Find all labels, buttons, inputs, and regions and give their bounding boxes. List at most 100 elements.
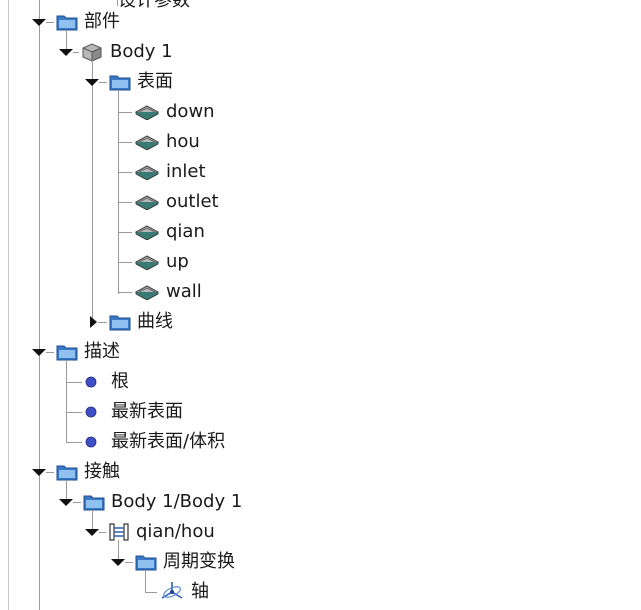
tree-item-description-root[interactable]: 根 [85, 368, 129, 396]
tree-item-label: 最新表面 [111, 401, 183, 422]
tree-item-label: inlet [166, 161, 206, 182]
tree-item-contact-pair[interactable]: Body 1/Body 1 [83, 488, 242, 516]
tree-item-surface-hou[interactable]: hou [134, 128, 200, 156]
folder-icon [109, 313, 131, 331]
tree-connector [118, 90, 119, 294]
tree-item-surface-inlet[interactable]: inlet [134, 158, 206, 186]
surface-icon [134, 224, 160, 240]
tree-connector [66, 480, 67, 504]
tree-item-contacts[interactable]: 接触 [56, 458, 120, 486]
expanded-arrow-icon[interactable] [32, 15, 46, 29]
collapsed-arrow-icon[interactable] [86, 315, 100, 329]
tree-item-label: wall [166, 281, 202, 302]
tree-item-description-latest-surface-volume[interactable]: 最新表面/体积 [85, 428, 225, 456]
tree-connector [118, 142, 132, 143]
tree-connector [125, 562, 133, 563]
tree-item-label: Body 1 [110, 41, 173, 62]
tree-item-parts[interactable]: 部件 [56, 8, 120, 36]
tree-connector [66, 412, 82, 413]
tree-item-label: qian/hou [136, 521, 215, 542]
tree-connector [118, 112, 132, 113]
tree-connector [73, 52, 79, 53]
surface-icon [134, 284, 160, 300]
surface-icon [134, 134, 160, 150]
tree-border [8, 0, 9, 610]
tree-item-design-parameters[interactable]: 设计参数 [118, 0, 190, 12]
tree-item-label: 曲线 [137, 311, 173, 332]
tree-item-label: qian [166, 221, 205, 242]
tree-item-label: 设计参数 [118, 0, 190, 11]
tree-item-surfaces[interactable]: 表面 [109, 68, 173, 96]
surface-icon [134, 254, 160, 270]
interface-icon [108, 522, 130, 542]
tree-connector [73, 502, 81, 503]
tree-item-label: 轴 [191, 581, 209, 602]
tree-connector [92, 510, 93, 534]
expanded-arrow-icon[interactable] [32, 345, 46, 359]
tree-item-label: up [166, 251, 189, 272]
folder-icon [83, 493, 105, 511]
surface-icon [134, 164, 160, 180]
tree-item-label: 周期变换 [163, 551, 235, 572]
tree-item-label: down [166, 101, 215, 122]
tree-connector [66, 30, 67, 54]
tree-connector [98, 322, 107, 323]
tree-item-curves[interactable]: 曲线 [109, 308, 173, 336]
tree-connector [118, 262, 132, 263]
tree-guide-root [39, 0, 40, 610]
tree-connector [118, 540, 119, 564]
tree-connector [117, 0, 118, 6]
folder-icon [135, 553, 157, 571]
tree-connector [118, 172, 132, 173]
tree-item-label: 最新表面/体积 [111, 431, 226, 452]
tree-item-label: hou [166, 131, 200, 152]
tree-item-label: 描述 [84, 341, 120, 362]
folder-icon [109, 73, 131, 91]
tree-item-surface-down[interactable]: down [134, 98, 215, 126]
folder-icon [56, 463, 78, 481]
tree-item-surface-up[interactable]: up [134, 248, 189, 276]
tree-item-label: outlet [166, 191, 219, 212]
folder-icon [56, 13, 78, 31]
bullet-dot-icon [85, 436, 97, 448]
expanded-arrow-icon[interactable] [111, 555, 125, 569]
tree-connector [99, 532, 106, 533]
expanded-arrow-icon[interactable] [59, 495, 73, 509]
tree-connector [66, 442, 82, 443]
tree-item-axis[interactable]: 轴 [159, 578, 209, 606]
body-cube-icon [80, 42, 104, 62]
tree-connector [118, 232, 132, 233]
bullet-dot-icon [85, 376, 97, 388]
folder-icon [56, 343, 78, 361]
tree-connector [92, 60, 93, 324]
surface-icon [134, 194, 160, 210]
tree-item-label: 接触 [84, 461, 120, 482]
axis-icon [159, 580, 185, 604]
tree-connector [99, 82, 107, 83]
tree-item-surface-qian[interactable]: qian [134, 218, 205, 246]
expanded-arrow-icon[interactable] [32, 465, 46, 479]
tree-item-description-latest-surface[interactable]: 最新表面 [85, 398, 183, 426]
tree-connector [145, 592, 157, 593]
tree-item-body-1[interactable]: Body 1 [80, 38, 173, 66]
expanded-arrow-icon[interactable] [85, 525, 99, 539]
tree-item-periodic-transform[interactable]: 周期变换 [135, 548, 235, 576]
tree-connector [46, 22, 54, 23]
tree-connector [46, 352, 54, 353]
tree-connector [66, 382, 82, 383]
tree-item-interface-qian-hou[interactable]: qian/hou [108, 518, 215, 546]
expanded-arrow-icon[interactable] [59, 45, 73, 59]
tree-item-label: 部件 [84, 11, 120, 32]
tree-item-label: Body 1/Body 1 [111, 491, 243, 512]
tree-item-descriptions[interactable]: 描述 [56, 338, 120, 366]
tree-item-surface-wall[interactable]: wall [134, 278, 202, 306]
tree-connector [66, 360, 67, 442]
bullet-dot-icon [85, 406, 97, 418]
surface-icon [134, 104, 160, 120]
tree-item-surface-outlet[interactable]: outlet [134, 188, 219, 216]
tree-item-label: 表面 [137, 71, 173, 92]
tree-connector [118, 202, 132, 203]
expanded-arrow-icon[interactable] [85, 75, 99, 89]
tree-item-label: 根 [111, 371, 129, 392]
